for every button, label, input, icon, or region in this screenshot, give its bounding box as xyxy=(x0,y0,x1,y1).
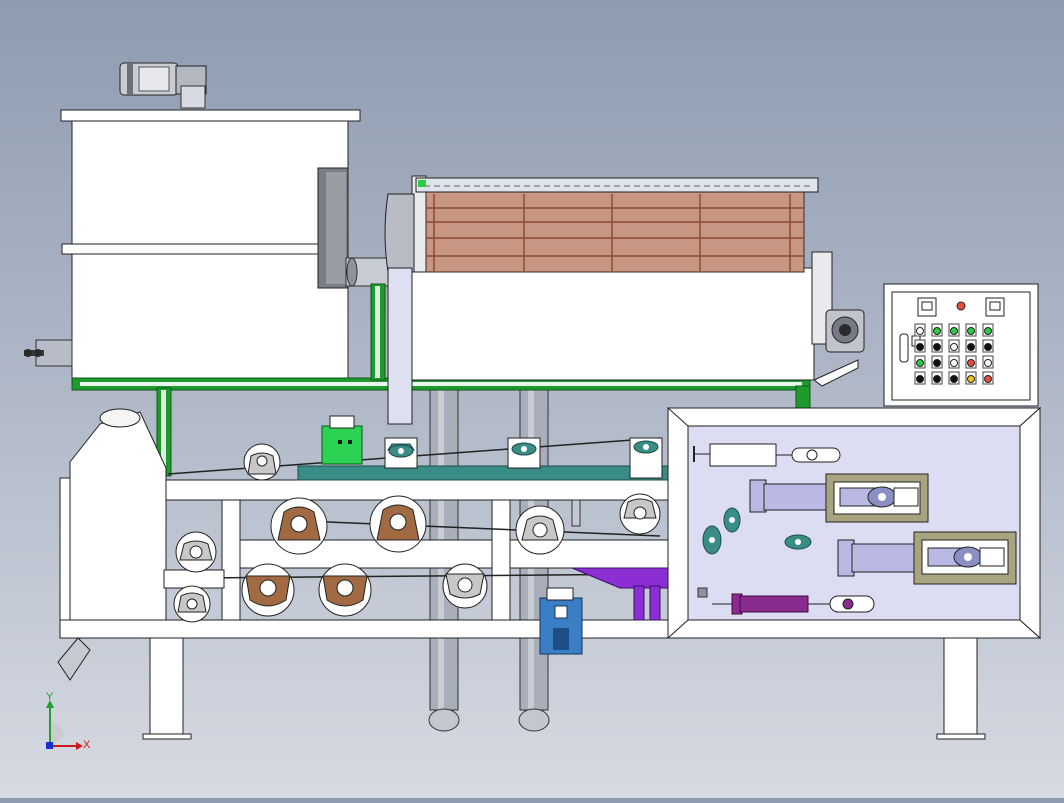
air-cylinder[interactable] xyxy=(749,473,929,523)
drum-inlet-cone xyxy=(384,193,415,273)
indicator-light[interactable] xyxy=(984,375,992,383)
tension-rod xyxy=(571,499,581,527)
drum-thickener[interactable] xyxy=(384,175,865,425)
roller xyxy=(369,495,427,553)
panel-mount xyxy=(784,534,812,550)
air-cylinder[interactable] xyxy=(712,593,875,615)
bearing-mount xyxy=(629,437,663,479)
roller xyxy=(270,497,328,555)
indicator-light[interactable] xyxy=(950,327,958,335)
pressure-rollers xyxy=(173,443,661,623)
leg-left-foot xyxy=(142,733,192,740)
leg-left xyxy=(149,637,184,737)
main-switch[interactable] xyxy=(899,333,909,363)
belt-drive-motor[interactable] xyxy=(321,415,363,465)
support-legs xyxy=(142,637,986,740)
drum-side-plate xyxy=(387,267,413,425)
axis-triad: X Y xyxy=(46,691,91,751)
main-beam-upper xyxy=(159,479,671,501)
roller xyxy=(442,563,488,609)
sludge-pump[interactable] xyxy=(539,587,583,655)
air-cylinder[interactable] xyxy=(837,531,1017,585)
roller xyxy=(175,531,217,573)
axis-x-label: X xyxy=(83,739,91,751)
panel-fitting xyxy=(697,587,708,598)
bearing-mount xyxy=(384,437,418,469)
indicator-light[interactable] xyxy=(967,375,975,383)
tank-lid xyxy=(60,109,361,122)
drain-pipe-left-outlet xyxy=(428,708,460,732)
axis-y-label: Y xyxy=(46,691,54,703)
leg-right xyxy=(943,637,978,737)
mixing-tank[interactable] xyxy=(24,109,391,380)
filtrate-chute xyxy=(571,567,669,621)
drum-ribs xyxy=(426,194,804,272)
indicator-light[interactable] xyxy=(950,343,958,351)
tank-flange xyxy=(61,243,327,255)
indicator-light[interactable] xyxy=(916,343,924,351)
indicator-light[interactable] xyxy=(933,343,941,351)
roller xyxy=(173,585,211,623)
indicator-light[interactable] xyxy=(916,375,924,383)
bearing-mount xyxy=(507,437,541,469)
indicator-light[interactable] xyxy=(984,359,992,367)
post-1 xyxy=(221,499,241,621)
roller xyxy=(619,493,661,535)
discharge-chute xyxy=(57,637,91,681)
indicator-light[interactable] xyxy=(933,375,941,383)
indicator-light[interactable] xyxy=(967,359,975,367)
roller xyxy=(515,505,565,555)
indicator-light[interactable] xyxy=(984,327,992,335)
drum-screen xyxy=(425,191,805,273)
panel-mount xyxy=(723,507,741,533)
green-frame xyxy=(71,283,811,477)
drum-housing xyxy=(411,267,815,381)
roller xyxy=(241,563,295,617)
leg-right-foot xyxy=(936,733,986,740)
roller xyxy=(243,443,281,481)
axis-z xyxy=(46,742,53,749)
drain-pipe-right-outlet xyxy=(518,708,550,732)
indicator-light[interactable] xyxy=(916,327,924,335)
indicator-grid[interactable] xyxy=(914,323,994,385)
indicator-light[interactable] xyxy=(950,359,958,367)
emergency-stop[interactable] xyxy=(956,301,966,311)
indicator-light[interactable] xyxy=(933,359,941,367)
feed-tray xyxy=(297,465,671,481)
indicator-light[interactable] xyxy=(950,375,958,383)
air-cylinder[interactable] xyxy=(693,443,841,467)
indicator-light[interactable] xyxy=(916,359,924,367)
agitator-motor[interactable] xyxy=(119,62,207,109)
discharge-unit xyxy=(57,408,225,681)
panel-mount xyxy=(702,525,722,555)
control-panel[interactable] xyxy=(883,283,1039,407)
drum-drive-motor[interactable] xyxy=(813,309,865,387)
discharge-hood xyxy=(69,411,167,621)
indicator-light[interactable] xyxy=(984,343,992,351)
filter-belt-mid xyxy=(279,519,661,537)
spray-bar xyxy=(415,177,819,193)
roller xyxy=(318,563,372,617)
indicator-light[interactable] xyxy=(967,327,975,335)
pneumatic-panel-bevel xyxy=(666,407,1042,427)
indicator-light[interactable] xyxy=(967,343,975,351)
post-2 xyxy=(491,499,511,621)
pneumatic-panel[interactable] xyxy=(666,406,1042,640)
indicator-light[interactable] xyxy=(933,327,941,335)
frame-post-right xyxy=(795,385,811,411)
bearing-mounts xyxy=(384,437,663,479)
